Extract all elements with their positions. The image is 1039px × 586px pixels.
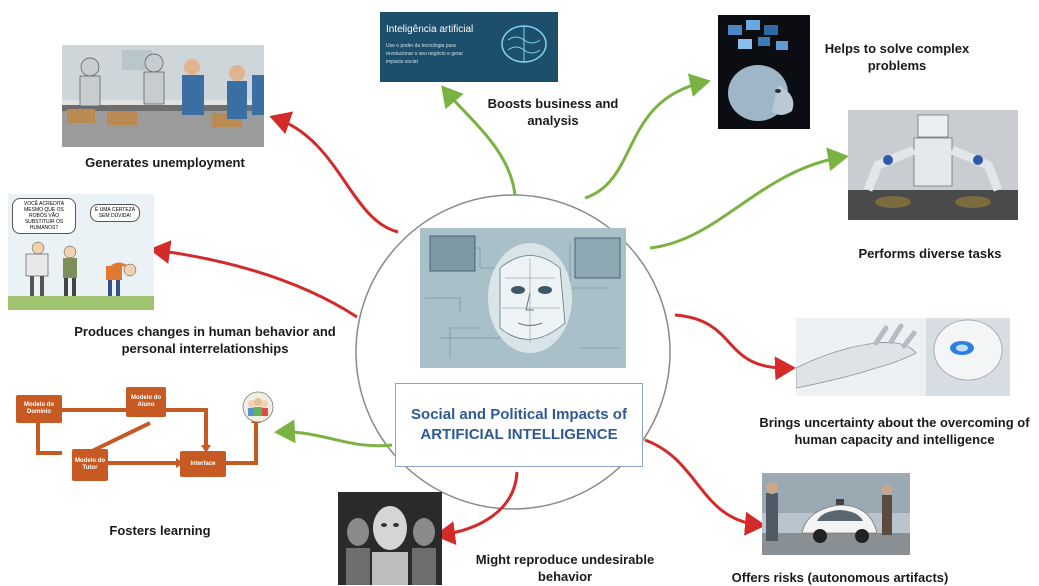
label-problems: Helps to solve complex problems xyxy=(824,41,970,73)
humanoid-robots-image xyxy=(338,492,442,585)
label-undesirable: Might reproduce undesirable behavior xyxy=(475,552,655,584)
student-model-box: Modelo do Aluno xyxy=(126,387,166,417)
center-title-line2: ARTIFICIAL INTELLIGENCE xyxy=(420,426,618,443)
business-slide-image: Inteligência artificial Use o poder da t… xyxy=(380,12,558,82)
arrow-undesirable xyxy=(434,471,519,546)
center-robot-head-image xyxy=(420,228,626,368)
arrow-behavior xyxy=(149,240,358,319)
arrow-uncertainty xyxy=(674,313,796,381)
learning-diagram: Modelo do Domínio Modelo do Aluno Modelo… xyxy=(16,383,282,483)
label-uncertainty: Brings uncertainty about the overcoming … xyxy=(759,415,1030,447)
domain-model-box: Modelo do Domínio xyxy=(16,395,62,423)
head-screens-image xyxy=(718,15,810,129)
cooking-robot-image xyxy=(848,110,1018,220)
center-title-line1: Social and Political Impacts of xyxy=(411,406,627,423)
arrow-business xyxy=(441,85,517,196)
label-business: Boosts business and analysis xyxy=(487,96,619,128)
students-group-icon xyxy=(242,391,274,423)
arrow-tasks xyxy=(649,147,849,250)
center-title-box: Social and Political Impacts of ARTIFICI… xyxy=(395,383,643,467)
arrow-learning xyxy=(274,419,393,448)
business-slide-title: Inteligência artificial xyxy=(386,24,474,35)
brain-icon xyxy=(501,25,547,63)
business-slide-body: Use o poder da tecnologia para revolucio… xyxy=(386,43,463,65)
arrow-risks xyxy=(644,438,766,536)
label-behavior: Produces changes in human behavior and p… xyxy=(74,324,336,356)
speech-bubble-1: VOCÊ ACREDITA MESMO QUE OS ROBÔS VÃO SUB… xyxy=(12,198,76,234)
arrow-problems xyxy=(584,73,711,200)
arrow-unemployment xyxy=(269,111,399,234)
label-learning: Fosters learning xyxy=(109,523,211,538)
autonomous-car-image xyxy=(762,473,910,555)
robot-hand-image xyxy=(796,318,1010,396)
label-unemployment: Generates unemployment xyxy=(85,155,245,170)
speech-bubble-2: É UMA CERTEZA SEM DÚVIDA! xyxy=(90,204,140,222)
cartoon-image: VOCÊ ACREDITA MESMO QUE OS ROBÔS VÃO SUB… xyxy=(8,194,154,310)
interface-box: Interface xyxy=(180,451,226,477)
label-tasks: Performs diverse tasks xyxy=(858,246,1002,261)
tutor-model-box: Modelo do Tutor xyxy=(72,449,108,481)
center-circle xyxy=(355,194,671,510)
robots-factory-image xyxy=(62,45,264,147)
label-risks: Offers risks (autonomous artifacts) xyxy=(731,570,949,585)
